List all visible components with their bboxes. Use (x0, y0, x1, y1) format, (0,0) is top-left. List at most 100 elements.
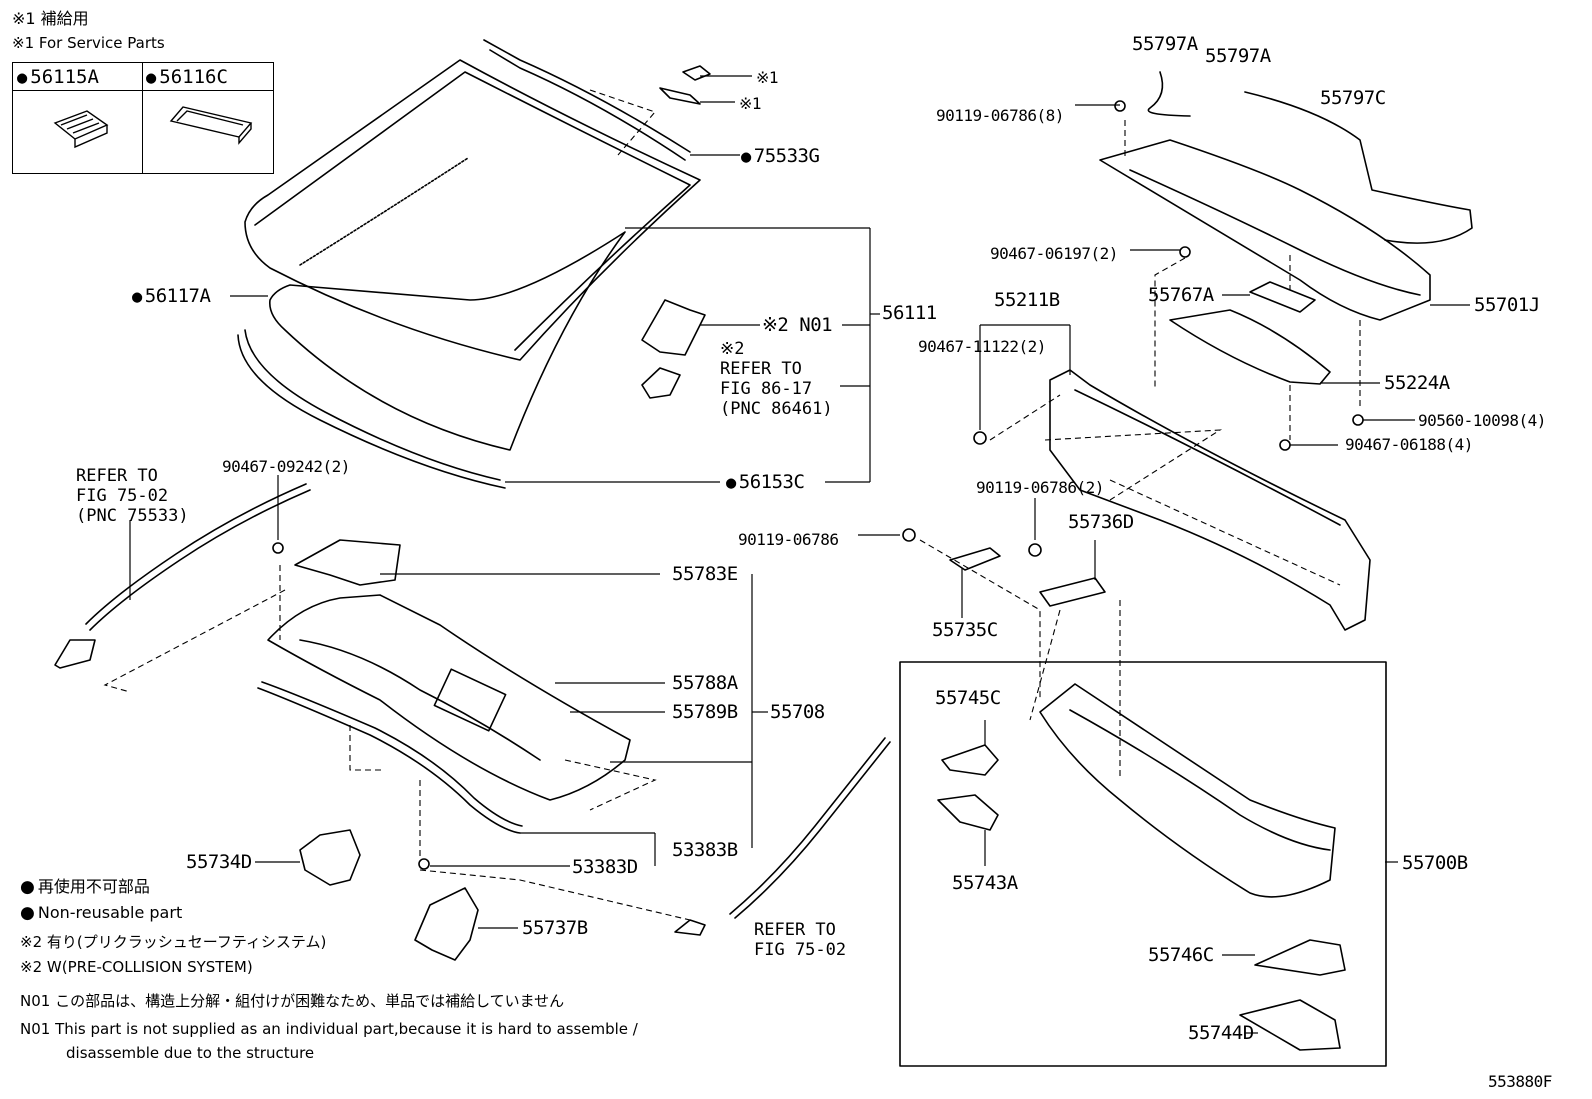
label-55701J[interactable]: 55701J (1474, 294, 1540, 316)
label-55767A[interactable]: 55767A (1148, 284, 1214, 306)
label-90467-09242-2[interactable]: 90467-09242(2) (222, 457, 350, 476)
label-90119-06786-2[interactable]: 90119-06786(2) (976, 478, 1104, 497)
hose-55797C (1244, 91, 1473, 244)
refer-fig-86-17[interactable]: ※2 REFER TO FIG 86-17 (PNC 86461) (720, 339, 833, 419)
clip-53383D (418, 858, 430, 870)
nut-90560-10098-4 (1352, 414, 1364, 426)
legend-part-right-icon (169, 106, 253, 145)
label-55737B[interactable]: 55737B (522, 917, 588, 939)
label-56153C[interactable]: 56153C (726, 472, 805, 493)
label-55224A[interactable]: 55224A (1384, 372, 1450, 394)
label-55743A[interactable]: 55743A (952, 872, 1018, 894)
bracket-55737B (414, 887, 479, 961)
molding-56153C (237, 334, 506, 489)
label-55736D[interactable]: 55736D (1068, 511, 1134, 533)
label-mark1-b: ※1 (739, 94, 762, 113)
label-55788A[interactable]: 55788A (672, 672, 738, 694)
service-parts-note-jp: ※1 補給用 (12, 9, 89, 28)
windshield-glass (244, 59, 701, 361)
dash-panel-55211B (1049, 369, 1371, 631)
label-55797A-2[interactable]: 55797A (1205, 45, 1271, 67)
cover-55783E (294, 539, 401, 586)
label-55211B[interactable]: 55211B (994, 289, 1060, 311)
plate-55224A (1169, 309, 1331, 385)
note-nonreusable-jp: 再使用不可部品 (20, 877, 150, 897)
legend-part-right[interactable]: 56116C (142, 63, 273, 91)
label-90119-06786[interactable]: 90119-06786 (738, 530, 839, 549)
seal-53383B (257, 687, 521, 834)
label-90467-11122-2[interactable]: 90467-11122(2) (918, 337, 1046, 356)
label-90467-06188-4[interactable]: 90467-06188(4) (1345, 435, 1473, 454)
cowl-louver-55708-ridge (299, 639, 541, 761)
label-55708[interactable]: 55708 (770, 701, 825, 723)
legend-part-left[interactable]: 56115A (13, 63, 142, 91)
glass-panel-56117A (268, 231, 626, 451)
bracket-55743A (937, 794, 999, 831)
label-90467-06197-2[interactable]: 90467-06197(2) (990, 244, 1118, 263)
label-55745C[interactable]: 55745C (935, 687, 1001, 709)
windshield-glass-inner (254, 71, 691, 351)
figure-code: 553880F (1488, 1072, 1552, 1091)
refer-fig-75-02[interactable]: REFER TO FIG 75-02 (754, 920, 847, 960)
bracket-55735C (949, 547, 1001, 571)
clip-90467-06197-2 (1179, 246, 1191, 258)
clip-part-1 (682, 65, 711, 81)
clip-part-2 (659, 87, 701, 105)
cowl-panel-55701J (1099, 139, 1431, 321)
refer-fig-75-02-pnc[interactable]: REFER TO FIG 75-02 (PNC 75533) (76, 466, 189, 526)
note-precollision-jp: ※2 有り(プリクラッシュセーフティシステム) (20, 933, 327, 951)
bolt-90119-06786-8 (1114, 100, 1126, 112)
note-n01-en-1: N01 This part is not supplied as an indi… (20, 1020, 638, 1038)
label-53383D[interactable]: 53383D (572, 856, 638, 878)
molding-75533G (483, 39, 691, 153)
weatherstrip-left (89, 489, 311, 631)
clip-90467-09242-2 (272, 542, 284, 554)
dash-panel-55211B-ridge (1074, 389, 1341, 526)
cowl-panel-55700B (1039, 683, 1336, 898)
cowl-panel-55700B-ridge (1069, 709, 1331, 851)
label-55744D[interactable]: 55744D (1188, 1022, 1254, 1044)
assembly-box-55700B (899, 661, 1387, 1067)
label-55700B[interactable]: 55700B (1402, 852, 1468, 874)
clip-90467-11122-2 (973, 431, 987, 445)
label-56117A[interactable]: 56117A (132, 286, 211, 307)
label-90560-10098-4[interactable]: 90560-10098(4) (1418, 411, 1546, 430)
label-53383B[interactable]: 53383B (672, 839, 738, 861)
label-90119-06786-8[interactable]: 90119-06786(8) (936, 106, 1064, 125)
label-55783E[interactable]: 55783E (672, 563, 738, 585)
bolt-90119-06786-2 (1028, 543, 1042, 557)
label-75533G[interactable]: 75533G (741, 146, 820, 167)
label-56111[interactable]: 56111 (882, 302, 937, 324)
molding-56153C-inner (244, 329, 501, 481)
sensor-bracket (641, 299, 706, 356)
bracket-55745C (941, 744, 999, 776)
bracket-55746C (1254, 939, 1346, 976)
label-55735C[interactable]: 55735C (932, 619, 998, 641)
label-55746C[interactable]: 55746C (1148, 944, 1214, 966)
weatherstrip-right (734, 741, 891, 919)
bolt-90119-06786 (902, 528, 916, 542)
label-55797A-1[interactable]: 55797A (1132, 33, 1198, 55)
bracket-55734D (299, 829, 361, 886)
weatherstrip-end-right (674, 919, 706, 936)
pad-55767A (1249, 281, 1316, 313)
bracket-55736D (1039, 577, 1106, 607)
label-n01: ※2 N01 (762, 314, 833, 336)
legend-part-left-icon (53, 110, 109, 149)
label-55734D[interactable]: 55734D (186, 851, 252, 873)
windshield-line (299, 157, 469, 266)
clip-90467-06188-4 (1279, 439, 1291, 451)
legend-divider (142, 63, 143, 173)
note-nonreusable-en: Non-reusable part (20, 903, 182, 923)
label-55797C[interactable]: 55797C (1320, 87, 1386, 109)
bracket-55744D (1239, 999, 1341, 1051)
molding-75533G-b (489, 49, 686, 161)
label-55789B[interactable]: 55789B (672, 701, 738, 723)
cowl-louver-55708 (267, 594, 631, 801)
weatherstrip-right-b (729, 737, 886, 915)
louver-grille (433, 668, 507, 732)
cowl-panel-55701J-ridge (1129, 169, 1421, 296)
hose-55797A (1147, 71, 1191, 117)
weatherstrip-left-b (85, 483, 307, 625)
